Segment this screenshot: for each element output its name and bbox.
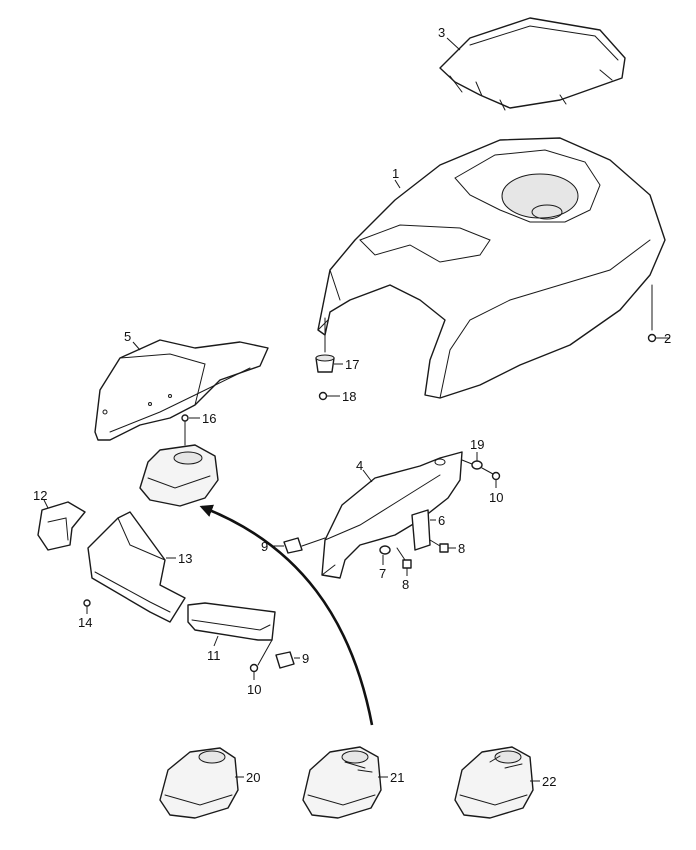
callout-4: 4 xyxy=(356,458,363,473)
callout-1: 1 xyxy=(392,166,399,181)
part-12-bracket xyxy=(37,499,86,551)
part-6-bracket xyxy=(411,509,436,551)
callout-8-b: 8 xyxy=(458,541,465,556)
callout-9-a: 9 xyxy=(261,539,268,554)
callout-2: 2 xyxy=(664,331,671,346)
part-2-screw xyxy=(647,284,670,343)
callout-22: 22 xyxy=(542,774,556,789)
callout-17: 17 xyxy=(345,357,359,372)
part-16-screw xyxy=(181,414,200,446)
part-1-main-hood xyxy=(317,137,666,399)
part-11-plate xyxy=(187,602,276,647)
part-9-clip-upper xyxy=(272,537,326,554)
part-4-rear-fender xyxy=(321,451,463,579)
callout-10-a: 10 xyxy=(489,490,503,505)
part-8-bolt-a xyxy=(396,547,412,576)
callout-8-a: 8 xyxy=(402,577,409,592)
part-20-housing-variant xyxy=(159,747,244,819)
callout-11: 11 xyxy=(207,648,221,663)
callout-12: 12 xyxy=(33,488,47,503)
callout-18: 18 xyxy=(342,389,356,404)
part-14-screw xyxy=(83,599,91,614)
part-3-top-lid xyxy=(439,17,626,111)
assembly-arrow xyxy=(199,504,374,726)
callout-10-b: 10 xyxy=(247,682,261,697)
part-7-washer xyxy=(379,545,391,565)
part-19-washer xyxy=(461,452,483,470)
part-10-screw-lower xyxy=(249,639,273,680)
callout-16: 16 xyxy=(202,411,216,426)
callout-6: 6 xyxy=(438,513,445,528)
callout-19: 19 xyxy=(470,437,484,452)
part-9-clip-lower xyxy=(275,651,300,669)
part-8-bolt-b xyxy=(429,539,456,553)
callout-9-b: 9 xyxy=(302,651,309,666)
part-10-screw-upper xyxy=(481,467,501,488)
callout-7: 7 xyxy=(379,566,386,581)
callout-14: 14 xyxy=(78,615,92,630)
part-5-side-cover xyxy=(94,339,269,441)
part-13-front-guard xyxy=(87,511,186,623)
callout-13: 13 xyxy=(178,551,192,566)
callout-21: 21 xyxy=(390,770,404,785)
part-18-screw xyxy=(318,391,340,401)
part-22-housing-variant xyxy=(454,746,540,819)
callout-5: 5 xyxy=(124,329,131,344)
part-21-housing-variant xyxy=(302,746,388,819)
part-17-buffer xyxy=(315,317,343,373)
callout-3: 3 xyxy=(438,25,445,40)
callout-20: 20 xyxy=(246,770,260,785)
part-center-housing xyxy=(139,444,219,507)
